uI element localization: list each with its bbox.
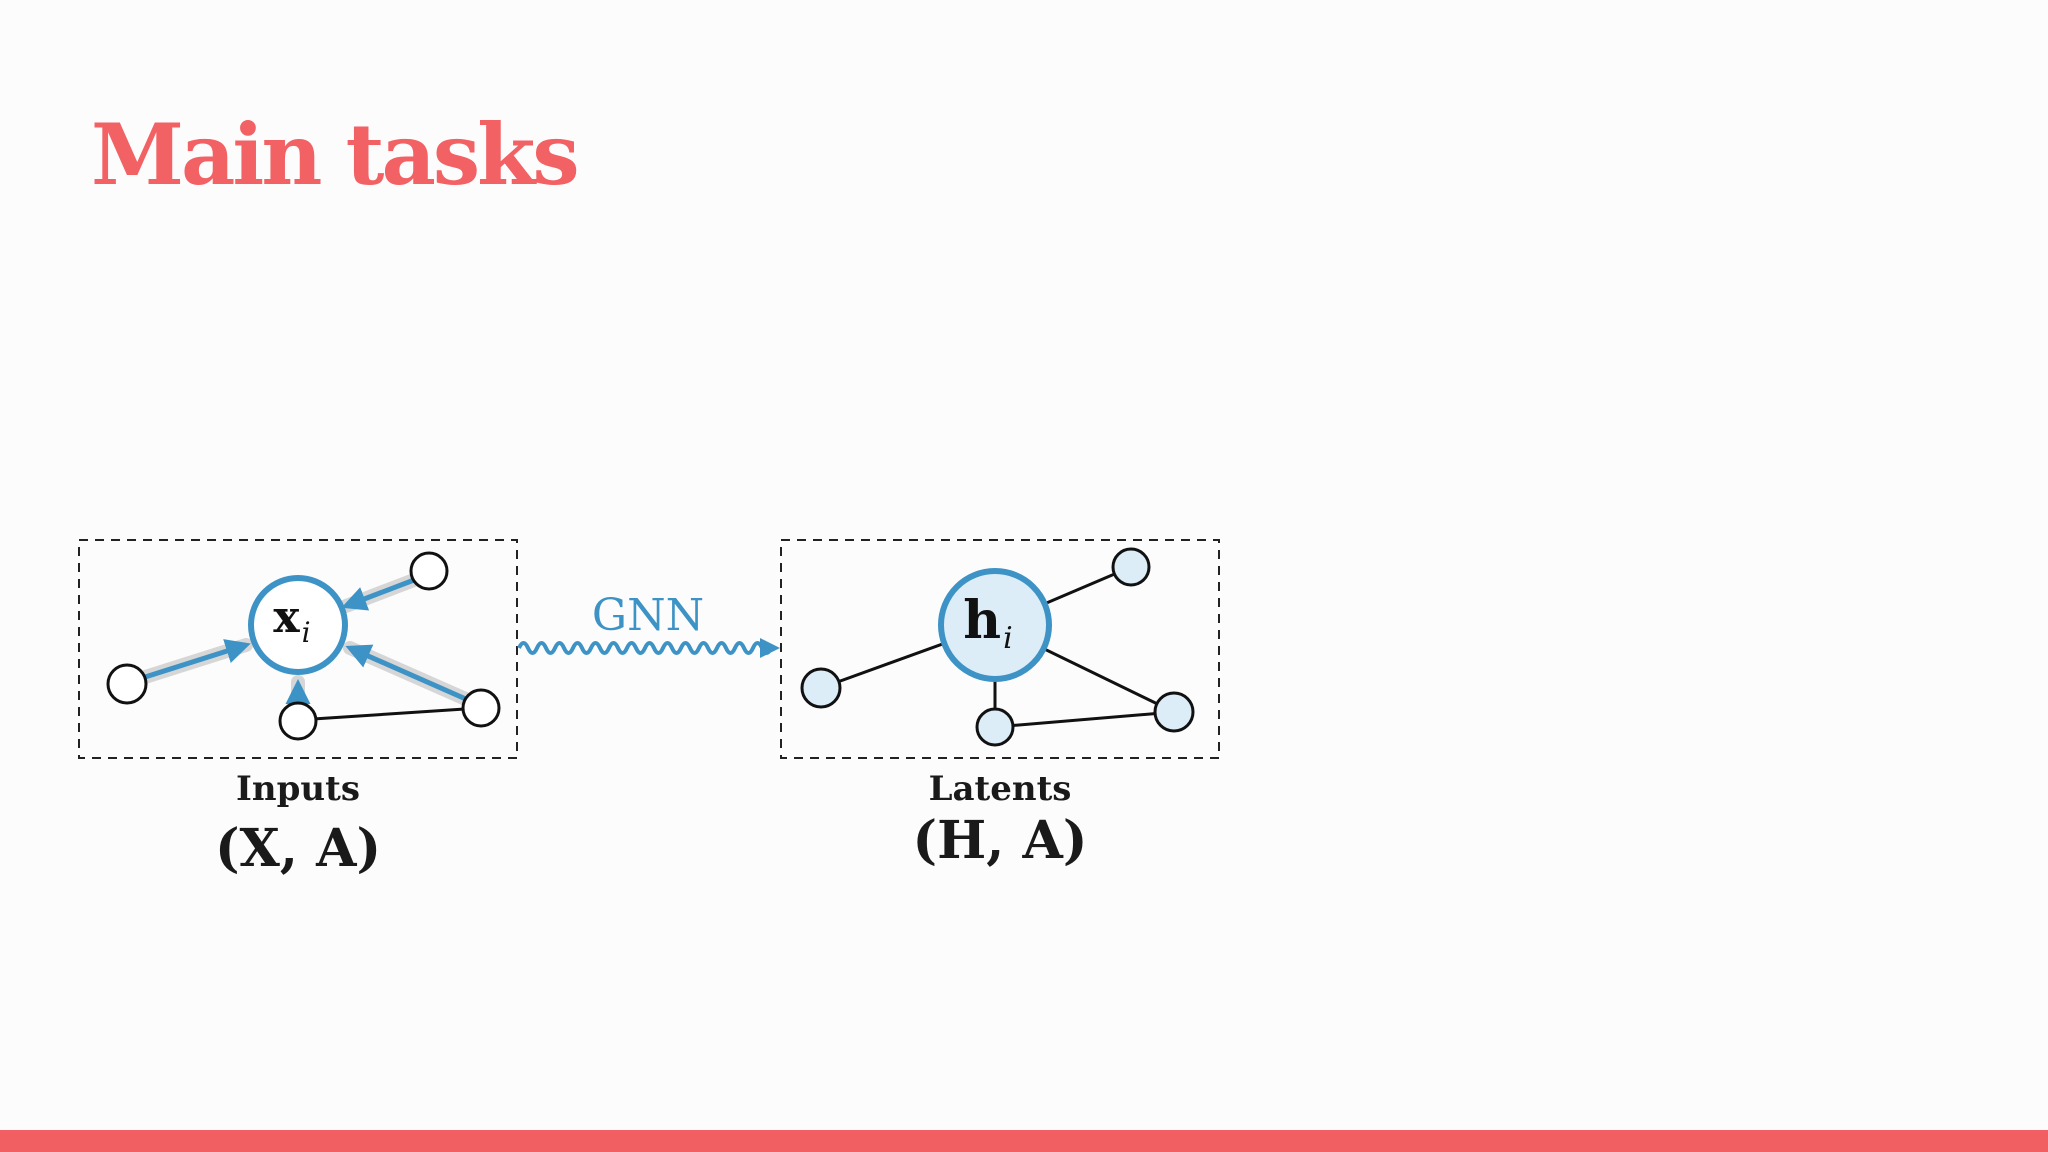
latent-center-node	[938, 568, 1052, 682]
latents-panel: hi	[780, 539, 1220, 759]
bottom-accent-bar	[0, 1130, 2048, 1152]
gnn-arrow: GNN	[517, 590, 780, 658]
input-node-left	[106, 663, 148, 705]
latent-node-top	[1111, 547, 1151, 587]
message-edge-left	[141, 639, 251, 681]
input-center-node	[248, 575, 348, 675]
inputs-dashed-box	[78, 539, 518, 759]
inputs-formula: (X, A)	[215, 818, 381, 879]
input-edge-bottom	[297, 706, 481, 722]
squiggle-line	[517, 638, 780, 658]
input-center-label: x	[273, 592, 300, 643]
inputs-panel: xi	[78, 539, 518, 759]
svg-text:xi: xi	[273, 592, 310, 649]
latent-node-left	[800, 667, 842, 709]
input-node-right	[461, 688, 501, 728]
latents-label: Latents	[929, 769, 1072, 809]
latent-node-right	[1153, 691, 1195, 733]
slide-title: Main tasks	[91, 105, 580, 204]
latent-center-label: h	[963, 590, 1001, 651]
input-node-top	[409, 551, 449, 591]
latent-center-sub: i	[1003, 621, 1013, 656]
latent-edge-base	[994, 710, 1175, 729]
latents-formula: (H, A)	[913, 810, 1088, 871]
input-center-sub: i	[302, 616, 311, 649]
latents-dashed-box	[780, 539, 1220, 759]
latent-node-bottom	[975, 707, 1015, 747]
input-node-bottom	[278, 701, 318, 741]
message-edge-right	[345, 644, 470, 703]
svg-text:hi: hi	[963, 590, 1012, 656]
message-edge-top	[341, 577, 415, 611]
gnn-arrow-label: GNN	[592, 590, 704, 641]
message-edges	[135, 573, 475, 712]
inputs-label: Inputs	[236, 769, 360, 809]
